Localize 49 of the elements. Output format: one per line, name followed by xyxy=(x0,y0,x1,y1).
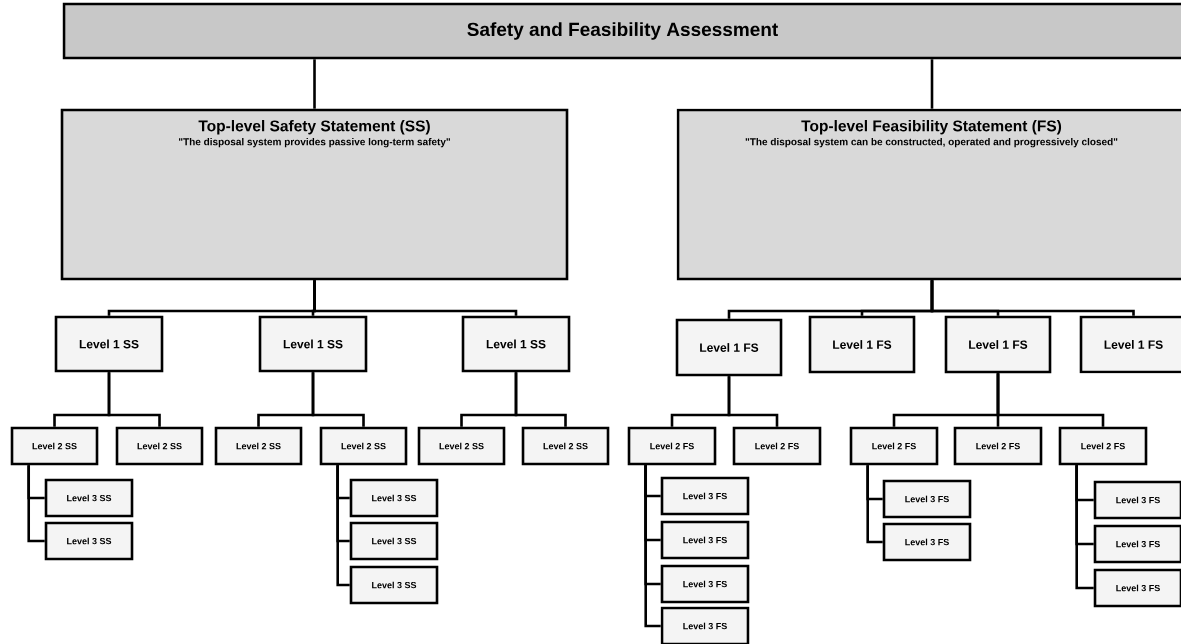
connector-line xyxy=(1075,465,1094,590)
level-box: Level 1 SS xyxy=(461,315,571,373)
level-box: Level 3 FS xyxy=(882,479,972,519)
level-box: Level 2 FS xyxy=(953,426,1043,466)
level-box: Level 2 SS xyxy=(417,426,506,466)
level-box: Level 2 FS xyxy=(732,426,822,466)
level-box: Level 3 SS xyxy=(349,521,439,561)
level-box: Level 2 SS xyxy=(319,426,408,466)
connector-line xyxy=(930,59,934,109)
level-box: Level 3 FS xyxy=(882,522,972,562)
level-box: Level 3 SS xyxy=(349,478,439,518)
level-box: Level 1 FS xyxy=(944,315,1052,374)
connector-line xyxy=(514,372,567,427)
level-box: Level 3 FS xyxy=(660,520,750,560)
level-box: Level 3 FS xyxy=(1093,524,1181,564)
level-box: Level 3 FS xyxy=(1093,480,1181,520)
level-box: Level 3 SS xyxy=(44,521,134,561)
level-box: Level 2 SS xyxy=(214,426,303,466)
connector-line xyxy=(644,465,661,628)
level-box: Level 1 FS xyxy=(808,315,916,374)
level-box: Level 3 SS xyxy=(349,565,439,605)
level-box: Level 3 FS xyxy=(660,606,750,644)
statement-box: Top-level Safety Statement (SS) "The disposal system provides passive long-term safety" xyxy=(60,108,569,281)
statement-box: Top-level Feasibility Statement (FS) "The disposal system can be constructed, operated and progressively closed" xyxy=(676,108,1181,281)
level-box: Level 1 FS xyxy=(675,318,783,377)
level-box: Level 3 FS xyxy=(1093,568,1181,608)
level-box: Level 2 SS xyxy=(115,426,204,466)
connector-line xyxy=(727,376,779,427)
title-box: Safety and Feasibility Assessment xyxy=(62,2,1181,60)
connector-line xyxy=(996,373,1105,427)
level-box: Level 2 FS xyxy=(1058,426,1148,466)
connector-line xyxy=(311,372,365,427)
level-box: Level 3 FS xyxy=(660,564,750,604)
connector-line xyxy=(930,280,1135,316)
level-box: Level 1 SS xyxy=(54,315,164,373)
level-box: Level 1 FS xyxy=(1079,315,1181,374)
level-box: Level 2 FS xyxy=(849,426,939,466)
connector-line xyxy=(313,59,316,109)
level-box: Level 2 FS xyxy=(627,426,717,466)
connector-line xyxy=(107,372,161,427)
connector-line xyxy=(866,465,883,544)
level-box: Level 1 SS xyxy=(258,315,368,373)
level-box: Level 3 SS xyxy=(44,478,134,518)
level-box: Level 2 SS xyxy=(10,426,99,466)
connector-line xyxy=(313,280,518,316)
level-box: Level 3 FS xyxy=(660,476,750,516)
level-box: Level 2 SS xyxy=(521,426,610,466)
connector-line xyxy=(27,465,45,543)
connector-line xyxy=(336,465,350,587)
